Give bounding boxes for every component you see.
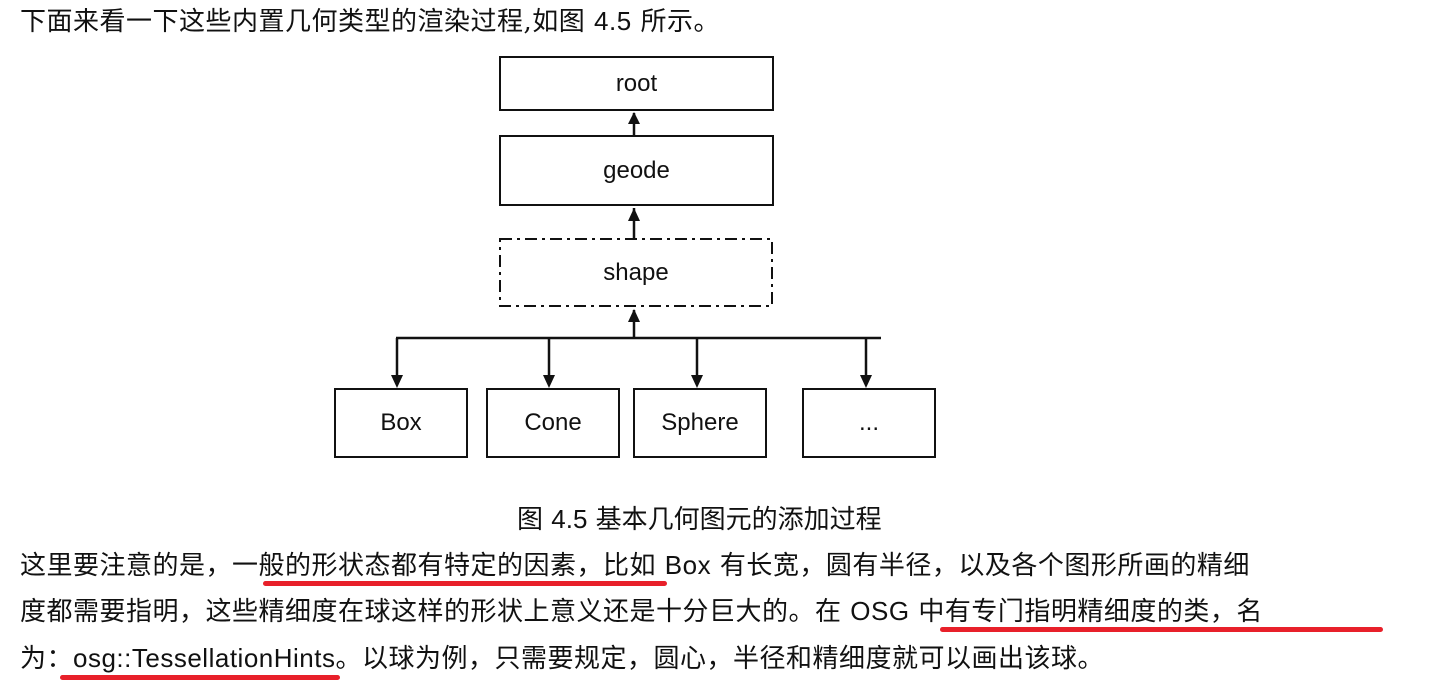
shape-dashdot-border — [499, 238, 773, 307]
arrowhead-up-icon — [628, 112, 640, 124]
node-more: ... — [802, 388, 936, 458]
text-span: 。以球为例，只需要规定，圆心，半径和精细度就可以画出该球。 — [335, 644, 1104, 674]
highlighted-phrase-1: 一般的形状态都有特定的因素 — [232, 551, 577, 581]
text-span: ，比如 — [576, 551, 665, 581]
red-underline-1 — [263, 581, 667, 586]
arrowhead-down-icon — [691, 375, 703, 388]
node-root: root — [499, 56, 774, 111]
inline-class-name: osg::TessellationHints — [73, 643, 336, 673]
highlighted-phrase-2-start: 在 — [815, 597, 851, 627]
node-box: Box — [334, 388, 468, 458]
node-shape: shape — [500, 239, 772, 306]
node-shape-label: shape — [603, 258, 669, 286]
caption-prefix: 图 — [517, 505, 552, 535]
node-sphere: Sphere — [633, 388, 767, 458]
node-more-label: ... — [858, 409, 879, 436]
text-span: 为： — [20, 644, 74, 674]
paragraph-line-2: 度都需要指明，这些精细度在球这样的形状上意义还是十分巨大的。在 OSG 中有专门… — [20, 594, 1263, 629]
inline-term-box: Box — [664, 550, 712, 580]
text-span: ，名 — [1209, 597, 1263, 627]
highlighted-phrase-2-end: 中有专门指明精细度的类 — [909, 597, 1210, 627]
text-span: 这里要注意的是， — [20, 551, 233, 581]
paragraph-line-1: 这里要注意的是，一般的形状态都有特定的因素，比如 Box 有长宽，圆有半径，以及… — [20, 548, 1250, 583]
intro-text: 下面来看一下这些内置几何类型的渲染过程,如图 — [20, 7, 595, 37]
caption-number: 4.5 — [551, 504, 588, 534]
paragraph-line-3: 为：osg::TessellationHints。以球为例，只需要规定，圆心，半… — [20, 641, 1104, 676]
caption-title: 基本几何图元的添加过程 — [587, 505, 882, 535]
red-underline-2 — [940, 627, 1383, 632]
node-root-label: root — [615, 69, 658, 97]
text-span: 有长宽，圆有半径，以及各个图形所画的精细 — [711, 551, 1250, 581]
node-cone: Cone — [486, 388, 620, 458]
node-geode-label: geode — [603, 156, 670, 184]
node-box-label: Box — [380, 409, 422, 436]
figure-reference: 4.5 — [594, 6, 632, 36]
arrowhead-down-icon — [391, 375, 403, 388]
node-sphere-label: Sphere — [661, 409, 739, 436]
red-underline-3 — [60, 675, 340, 680]
text-span: 度都需要指明，这些精细度在球这样的形状上意义还是十分巨大的。 — [20, 597, 816, 627]
arrowhead-up-icon — [628, 309, 640, 322]
arrowhead-down-icon — [543, 375, 555, 388]
inline-term-osg: OSG — [850, 596, 910, 626]
node-geode: geode — [499, 135, 774, 206]
node-cone-label: Cone — [524, 409, 582, 436]
intro-text-end: 所示。 — [631, 7, 720, 37]
intro-line: 下面来看一下这些内置几何类型的渲染过程,如图 4.5 所示。 — [20, 4, 720, 39]
arrowhead-up-icon — [628, 208, 640, 221]
arrowhead-down-icon — [860, 375, 872, 388]
figure-caption: 图 4.5 基本几何图元的添加过程 — [517, 502, 882, 537]
